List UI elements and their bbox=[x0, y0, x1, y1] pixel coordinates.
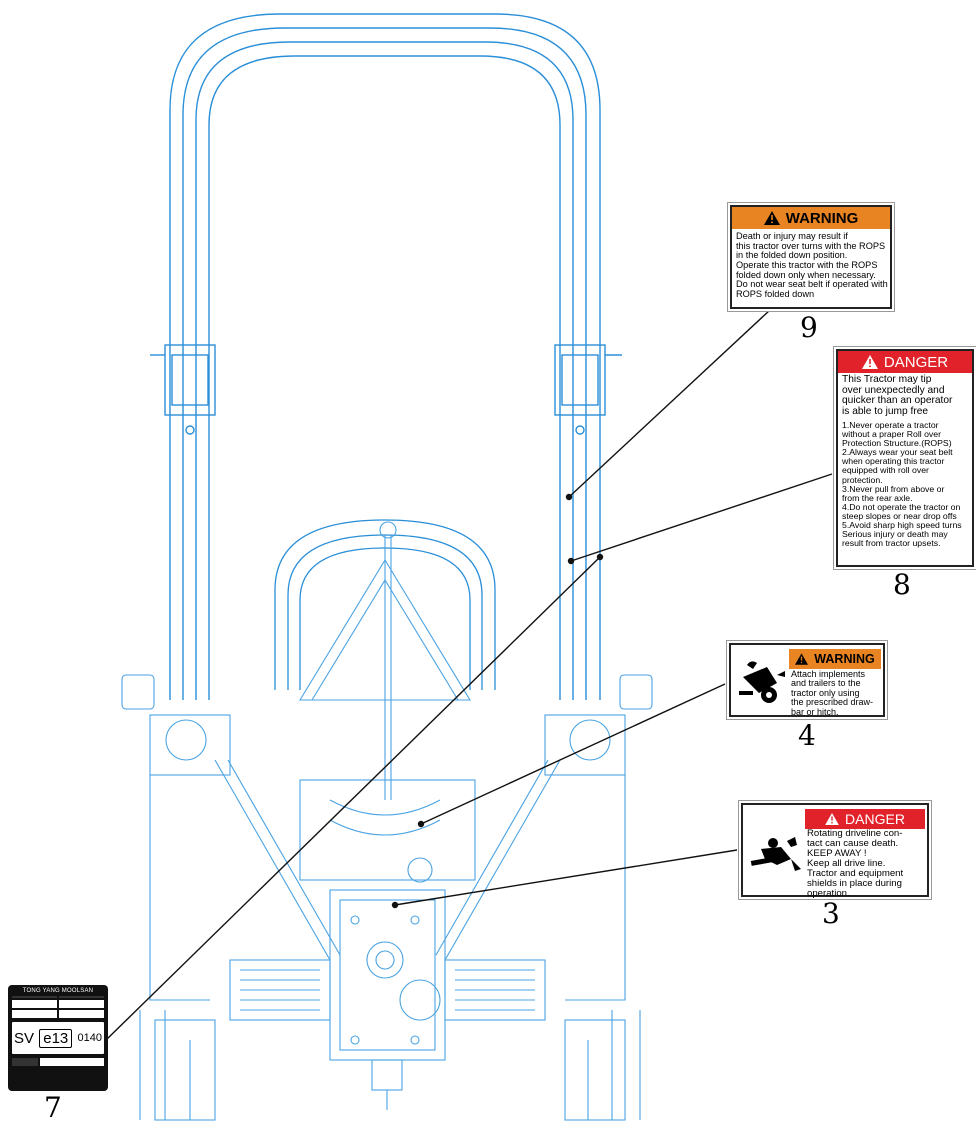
alert-triangle-icon bbox=[795, 653, 809, 665]
signal-word: DANGER bbox=[845, 811, 905, 827]
plate-field bbox=[59, 1010, 104, 1018]
decal-text-line: shields in place during bbox=[807, 878, 902, 890]
leader-dot-4 bbox=[417, 820, 425, 828]
decal-text-line: 3.Never pull from above or bbox=[842, 483, 945, 494]
decal-text-line: Operate this tractor with the ROPS bbox=[736, 259, 878, 270]
alert-triangle-icon bbox=[861, 355, 878, 369]
decal-text-line: quicker than an operator bbox=[842, 395, 953, 407]
decal-text-line: folded down only when necessary. bbox=[736, 269, 876, 280]
signal-word: WARNING bbox=[785, 209, 859, 227]
plate-row bbox=[12, 1058, 104, 1066]
decal-text-line: KEEP AWAY ! bbox=[807, 848, 867, 860]
decal-text-line: Rotating driveline con- bbox=[807, 828, 903, 839]
manufacturer-name: TONG YANG MOOLSAN bbox=[22, 988, 94, 994]
decal-text-line: Protection Structure.(ROPS) bbox=[842, 438, 952, 449]
callout-number-9: 9 bbox=[800, 311, 818, 344]
danger-decal-driveline: DANGER Rotating driveline con-tact can c… bbox=[741, 803, 929, 900]
plate-label bbox=[12, 1058, 38, 1066]
signal-word: WARNING bbox=[814, 652, 875, 666]
decal-text-line: 5.Avoid sharp high speed turns bbox=[842, 520, 962, 531]
tractor-tipping-icon bbox=[739, 661, 785, 703]
decal-text-line: in the folded down position. bbox=[736, 250, 848, 261]
serial-number-plate: TONG YANG MOOLSAN SV e13 0140 bbox=[8, 985, 108, 1091]
callout-number-4: 4 bbox=[798, 719, 816, 752]
leader-dot-7 bbox=[596, 553, 604, 561]
approval-prefix: SV bbox=[14, 1029, 35, 1047]
callout-number-3: 3 bbox=[822, 897, 840, 930]
decal-message: 1.Never operate a tractor without a prap… bbox=[838, 419, 972, 551]
decal-header: DANGER bbox=[838, 351, 972, 373]
leader-dot-3 bbox=[391, 901, 399, 909]
decal-text-line: result from tractor upsets. bbox=[842, 538, 941, 549]
leader-dot-8 bbox=[567, 557, 575, 565]
decal-text-line: ROPS folded down bbox=[736, 288, 815, 299]
driveline-entanglement-icon bbox=[750, 837, 801, 871]
decal-text-line: tact can cause death. bbox=[807, 838, 899, 850]
decal-text-line: Serious injury or death may bbox=[842, 529, 948, 540]
plate-field bbox=[12, 1010, 57, 1018]
decal-text-line: from the rear axle. bbox=[842, 492, 913, 503]
rops-frame bbox=[150, 13, 622, 700]
callout-number-7: 7 bbox=[44, 1091, 62, 1124]
decal-text-line: Keep all drive line. bbox=[807, 858, 886, 870]
decal-text-line: Do not wear seat belt if operated with bbox=[736, 279, 888, 290]
decal-text-line: 4.Do not operate the tractor on bbox=[842, 501, 961, 512]
plate-field bbox=[12, 1000, 57, 1008]
decal-text-line: operation. bbox=[807, 888, 850, 900]
decal-text-line: Attach implements bbox=[791, 669, 866, 679]
decal-message: Rotating driveline con-tact can cause de… bbox=[805, 828, 905, 900]
leader-line-3 bbox=[394, 849, 738, 906]
decal-text-line: 1.Never operate a tractor bbox=[842, 419, 939, 430]
decal-text-line: 2.Always wear your seat belt bbox=[842, 447, 953, 458]
plate-row bbox=[12, 996, 104, 998]
alert-triangle-icon bbox=[763, 211, 780, 225]
decal-text-line: the prescribed draw- bbox=[791, 697, 874, 708]
e-mark: e13 bbox=[39, 1028, 73, 1048]
decal-text-line: protection. bbox=[842, 474, 883, 485]
callout-number-8: 8 bbox=[893, 568, 911, 601]
decal-text-line: this tractor over turns with the ROPS bbox=[736, 240, 886, 251]
alert-triangle-icon bbox=[825, 813, 839, 825]
decal-header: WARNING bbox=[789, 649, 881, 669]
decal-text-line: without a praper Roll over bbox=[842, 428, 941, 439]
decal-text-line: bar or hitch. bbox=[791, 706, 839, 717]
decal-text-line: This Tractor may tip bbox=[842, 374, 932, 385]
plate-row bbox=[12, 1010, 104, 1018]
leader-lines bbox=[105, 309, 833, 1041]
decal-header: DANGER bbox=[805, 809, 925, 829]
decal-text-line: over unexpectedly and bbox=[842, 384, 945, 396]
plate-label bbox=[12, 996, 57, 998]
plate-field bbox=[40, 1058, 104, 1066]
plate-label bbox=[59, 996, 104, 998]
approval-mark: SV e13 0140 bbox=[12, 1022, 104, 1054]
decal-header: WARNING bbox=[732, 207, 890, 229]
leader-line-9 bbox=[568, 309, 771, 498]
leader-dot-9 bbox=[565, 493, 573, 501]
decal-text-line: and trailers to the bbox=[791, 678, 861, 689]
decal-text-line: Tractor and equipment bbox=[807, 868, 904, 880]
plate-field bbox=[59, 1000, 104, 1008]
approval-number: 0140 bbox=[77, 1032, 102, 1044]
leader-line-8 bbox=[570, 473, 833, 562]
decal-text-line: equipped with roll over bbox=[842, 465, 929, 476]
signal-word: DANGER bbox=[883, 353, 949, 371]
decal-text-line: tractor only using bbox=[791, 687, 860, 698]
decal-text-line: is able to jump free bbox=[842, 406, 929, 418]
decal-text-line: steep slopes or near drop offs bbox=[842, 511, 957, 522]
tractor-body bbox=[121, 521, 653, 1121]
plate-row bbox=[12, 1000, 104, 1008]
leader-dots bbox=[391, 493, 604, 909]
decal-text-line: when operating this tractor bbox=[842, 456, 945, 467]
leader-line-4 bbox=[420, 683, 726, 825]
decal-text-line: Death or injury may result if bbox=[736, 231, 848, 241]
leader-line-7 bbox=[105, 556, 601, 1041]
